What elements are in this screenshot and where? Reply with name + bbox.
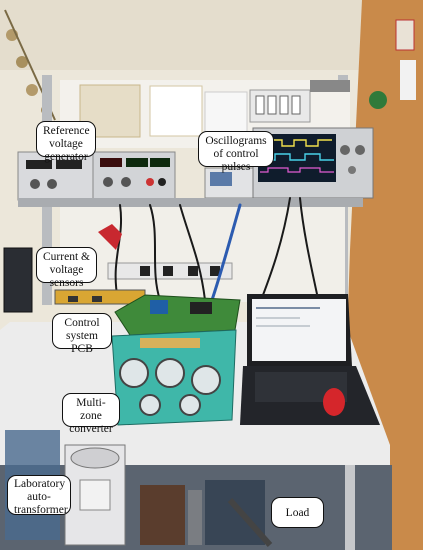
reference-voltage-generator xyxy=(17,151,176,201)
oscilloscope xyxy=(252,127,374,199)
red-mouse xyxy=(323,388,345,416)
red-clamp xyxy=(98,224,122,250)
label-control-system-pcb: Control system PCB xyxy=(52,313,112,355)
upper-shelf xyxy=(18,198,363,207)
label-oscillograms: Oscillograms of control pulses xyxy=(198,131,274,173)
label-load: Load xyxy=(271,497,324,528)
laboratory-autotransformer xyxy=(64,444,126,546)
control-system-pcb xyxy=(114,294,241,336)
label-current-voltage-sensors: Current & voltage sensors xyxy=(36,247,97,289)
label-multi-zone-converter: Multi-zone converter xyxy=(62,393,120,435)
laptop xyxy=(240,294,380,425)
power-sockets xyxy=(107,262,233,280)
monitor xyxy=(3,247,33,313)
label-laboratory-autotransformer: Laboratory auto-transformer xyxy=(7,475,71,516)
circuit-breakers xyxy=(249,89,311,123)
label-reference-voltage-generator: Reference voltage generator xyxy=(36,121,96,163)
multi-zone-converter xyxy=(111,329,237,426)
